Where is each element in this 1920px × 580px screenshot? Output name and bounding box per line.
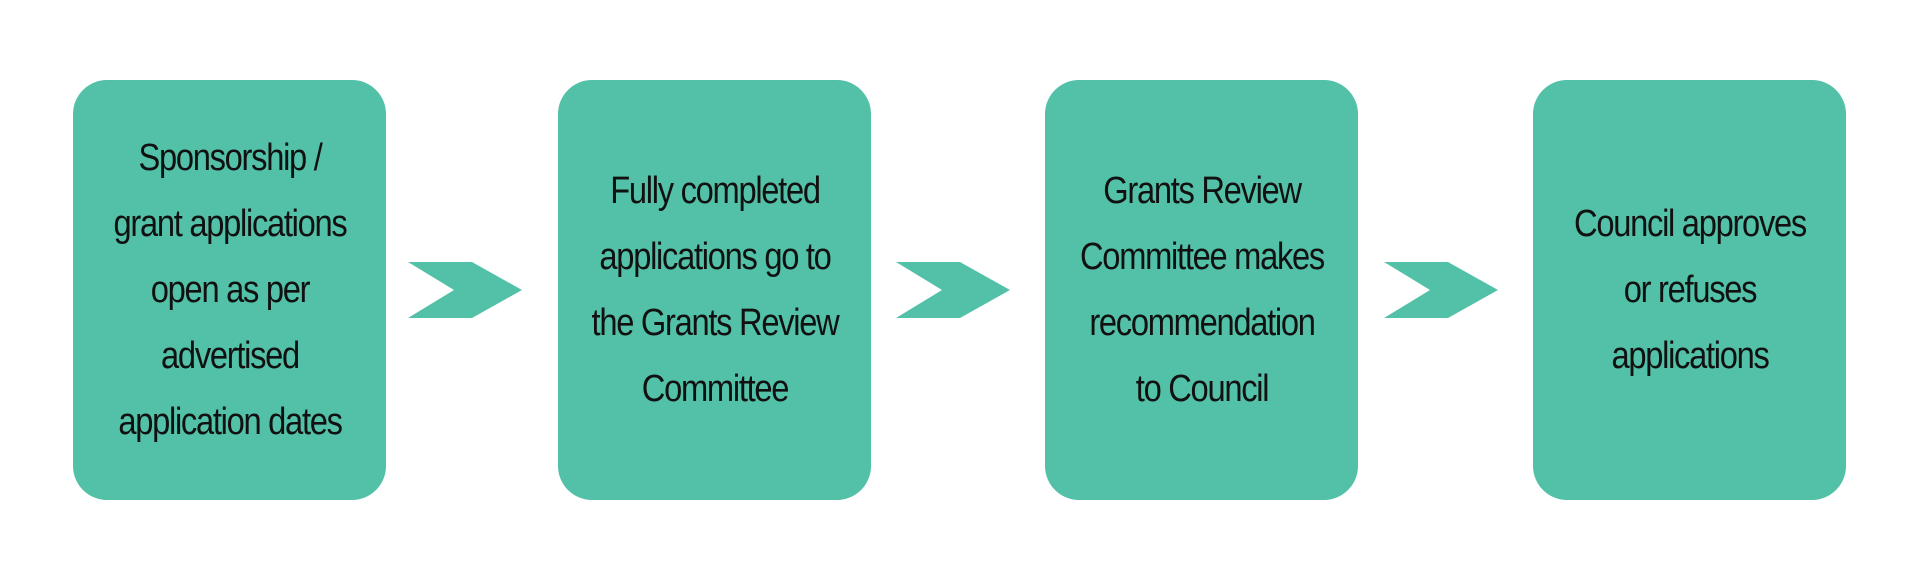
chevron-right-icon <box>1384 262 1498 318</box>
step-label-4: Council approves or refuses applications <box>1573 203 1807 377</box>
arrow-shape-1 <box>408 262 522 318</box>
arrow-shape-2 <box>896 262 1010 318</box>
arrow-shape-3 <box>1384 262 1498 318</box>
step-box-2: Fully completed applications go to the G… <box>558 80 871 500</box>
step-box-3: Grants Review Committee makes recommenda… <box>1045 80 1358 500</box>
chevron-right-icon <box>408 262 522 318</box>
chevron-right-icon <box>896 262 1010 318</box>
step-box-4: Council approves or refuses applications <box>1533 80 1846 500</box>
step-box-1: Sponsorship / grant applications open as… <box>73 80 386 500</box>
step-label-1: Sponsorship / grant applications open as… <box>113 137 347 443</box>
step-label-3: Grants Review Committee makes recommenda… <box>1079 170 1325 410</box>
step-label-2: Fully completed applications go to the G… <box>591 170 839 410</box>
